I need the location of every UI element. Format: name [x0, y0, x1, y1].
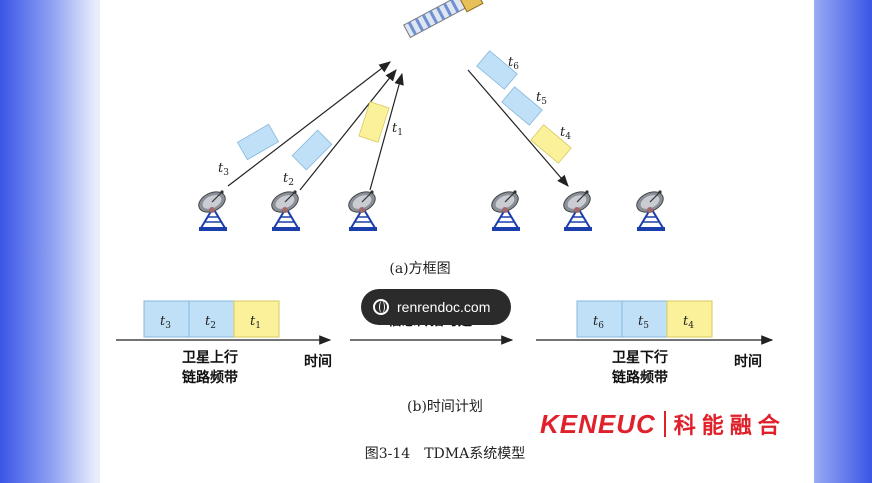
- downlink-packet-t6: [476, 50, 518, 90]
- brand-name-en: KENEUC: [540, 408, 656, 439]
- downlink-packet-t5: [501, 86, 543, 126]
- caption-b: (b)时间计划: [407, 399, 483, 415]
- downlink-time-label: 时间: [734, 353, 762, 370]
- downlink-band-label-2: 链路频带: [612, 369, 668, 386]
- earth-station-dish-icon: [632, 186, 668, 232]
- watermark-text: renrendoc.com: [397, 299, 491, 315]
- downlink-band-label-1: 卫星下行: [612, 349, 668, 366]
- slot-t6: t6: [593, 314, 604, 331]
- slot-t3: t3: [160, 314, 171, 331]
- satellite-icon: [403, 0, 537, 39]
- slot-t4: t4: [683, 314, 694, 331]
- earth-station-dish-icon: [559, 186, 595, 232]
- globe-icon: [373, 299, 389, 315]
- brand-name-zh: 科能融合: [673, 414, 786, 439]
- uplink-band-label-2: 链路频带: [182, 369, 238, 386]
- uplink-packet-t1: [358, 101, 390, 143]
- brand-divider: [663, 411, 666, 437]
- downlink-packet-t4: [530, 124, 572, 164]
- tdma-diagram: t3 t2 t1 t6 t5 t4 (a)方框图 t3 t2 t1 卫星上行 链…: [116, 0, 774, 462]
- slot-t5: t5: [638, 314, 649, 331]
- slot-t1: t1: [250, 314, 261, 331]
- earth-station-dish-icon: [267, 186, 303, 232]
- label-t4: t4: [560, 125, 571, 142]
- slide: t3 t2 t1 t6 t5 t4 (a)方框图 t3 t2 t1 卫星上行 链…: [100, 0, 814, 483]
- label-t1: t1: [392, 121, 403, 138]
- uplink-packet-t3: [236, 123, 280, 161]
- uplink-arrow-3: [369, 72, 404, 191]
- uplink-arrow-1: [227, 61, 391, 187]
- uplink-time-label: 时间: [304, 353, 332, 370]
- downlink-arrow: [467, 69, 569, 187]
- brand-logo: KENEUC 科能融合: [540, 408, 800, 440]
- slot-t2: t2: [205, 314, 216, 331]
- label-t5: t5: [536, 90, 547, 107]
- caption-a: (a)方框图: [389, 261, 450, 277]
- label-t2: t2: [283, 171, 294, 188]
- downlink-timeslot-frame: [576, 300, 713, 338]
- figure-title: 图3-14 TDMA系统模型: [365, 446, 525, 462]
- uplink-arrow-2: [299, 69, 397, 191]
- label-t3: t3: [218, 161, 229, 178]
- uplink-packet-t2: [291, 129, 333, 171]
- earth-station-dish-icon: [487, 186, 523, 232]
- uplink-band-label-1: 卫星上行: [182, 349, 238, 366]
- earth-station-dish-icon: [344, 186, 380, 232]
- watermark-badge: renrendoc.com: [361, 289, 511, 325]
- uplink-timeslot-frame: [143, 300, 280, 338]
- earth-station-dish-icon: [194, 186, 230, 232]
- label-t6: t6: [508, 55, 519, 72]
